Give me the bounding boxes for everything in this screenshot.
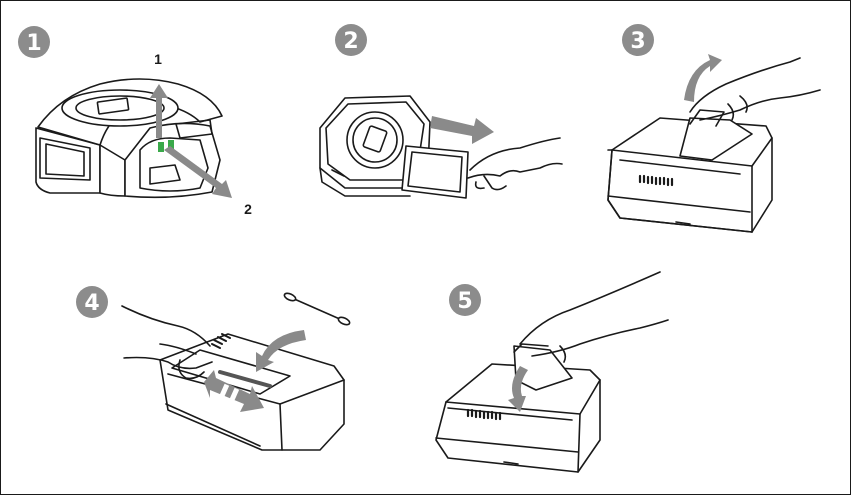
step-number-1: 1	[26, 31, 41, 56]
step-badge-4: 4	[76, 286, 108, 318]
step-5-panel: 5	[436, 272, 668, 472]
slide-out-arrow	[430, 116, 494, 144]
printer-open-illustration	[36, 79, 222, 197]
step-number-4: 4	[84, 291, 99, 316]
step-4-panel: 4	[76, 286, 351, 450]
step-1-panel: 1 1 2	[18, 26, 252, 217]
step-badge-3: 3	[622, 24, 654, 56]
callout-1: 1	[154, 51, 162, 67]
step-3-panel: 3	[608, 24, 820, 232]
printer-cartridge-removal-illustration	[320, 96, 562, 198]
step-number-2: 2	[343, 29, 358, 54]
step-number-3: 3	[630, 29, 645, 54]
step-number-5: 5	[457, 289, 472, 314]
callout-2: 2	[244, 201, 252, 217]
printer-closed-illustration	[608, 110, 772, 232]
step-badge-2: 2	[335, 24, 367, 56]
hand-outline	[468, 138, 562, 190]
step-2-panel: 2	[320, 24, 562, 198]
lift-lid-arrow	[684, 54, 722, 102]
cotton-swab	[283, 292, 350, 326]
step-badge-1: 1	[18, 26, 50, 58]
step-badge-5: 5	[449, 284, 481, 316]
